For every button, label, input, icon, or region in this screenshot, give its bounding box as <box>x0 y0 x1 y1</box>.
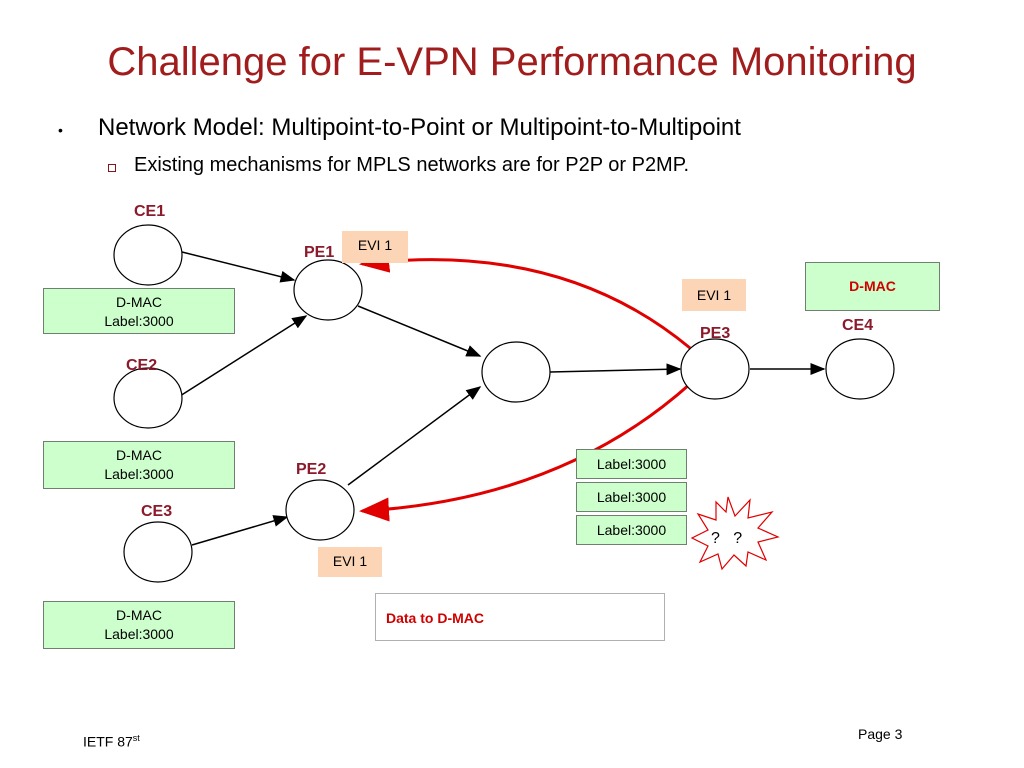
page-number: Page 3 <box>858 726 903 742</box>
label-pe3: PE3 <box>700 325 731 342</box>
link-p-pe3 <box>549 363 682 376</box>
pe3-label-3: Label:3000 <box>576 515 687 545</box>
node-ce4 <box>825 338 895 400</box>
link-pe2-p <box>347 386 482 486</box>
bullet-level1-text: Network Model: Multipoint-to-Point or Mu… <box>98 114 741 141</box>
label-ce1: CE1 <box>134 203 166 220</box>
red-path-pe3-pe2 <box>359 382 691 522</box>
label-pe2: PE2 <box>296 461 327 478</box>
node-p <box>481 341 551 403</box>
legend: Data to D-MAC <box>375 593 665 641</box>
page-title: Challenge for E-VPN Performance Monitori… <box>107 40 917 84</box>
ce1-table-label: Label:3000 <box>104 313 174 329</box>
evi-label-pe2: EVI 1 <box>318 547 382 577</box>
ce2-table: D-MAC Label:3000 <box>43 441 235 489</box>
pe3-label-1: Label:3000 <box>576 449 687 479</box>
ce4-table-dmac: D-MAC <box>849 278 896 294</box>
link-ce1-pe1 <box>181 251 296 283</box>
label-ce2: CE2 <box>126 357 158 374</box>
link-ce3-pe2 <box>191 515 289 546</box>
bullet-dot-icon: • <box>58 122 63 138</box>
bullet-square-icon <box>108 164 116 172</box>
node-pe3 <box>680 338 750 400</box>
ce3-table-dmac: D-MAC <box>116 607 162 623</box>
ce2-table-dmac: D-MAC <box>116 447 162 463</box>
ce2-table-label: Label:3000 <box>104 466 174 482</box>
node-ce2 <box>113 367 183 429</box>
footer-ietf: IETF 87 <box>83 733 133 750</box>
ce1-table: D-MAC Label:3000 <box>43 288 235 334</box>
ce4-table: D-MAC <box>805 262 940 311</box>
bullet-level2-text: Existing mechanisms for MPLS networks ar… <box>134 154 690 176</box>
question-marks: ? ? <box>711 530 743 547</box>
ce3-table-label: Label:3000 <box>104 626 174 642</box>
footer-left: IETF 87st <box>83 733 140 750</box>
label-ce4: CE4 <box>842 317 874 334</box>
ce1-table-dmac: D-MAC <box>116 294 162 310</box>
ce3-table: D-MAC Label:3000 <box>43 601 235 649</box>
label-pe1: PE1 <box>304 244 335 261</box>
node-pe2 <box>285 479 355 541</box>
link-ce2-pe1 <box>179 315 308 397</box>
footer-ietf-sup: st <box>132 733 140 743</box>
evi-label-pe1: EVI 1 <box>342 231 408 263</box>
node-ce1 <box>113 224 183 286</box>
legend-text: Data to D-MAC <box>386 610 484 626</box>
label-ce3: CE3 <box>141 503 173 520</box>
node-pe1 <box>293 259 363 321</box>
starburst-icon <box>690 496 780 571</box>
red-path-pe3-pe1 <box>359 248 691 350</box>
link-pe1-p <box>357 305 482 357</box>
evi-label-pe3: EVI 1 <box>682 279 746 311</box>
node-ce3 <box>123 521 193 583</box>
pe3-label-2: Label:3000 <box>576 482 687 512</box>
